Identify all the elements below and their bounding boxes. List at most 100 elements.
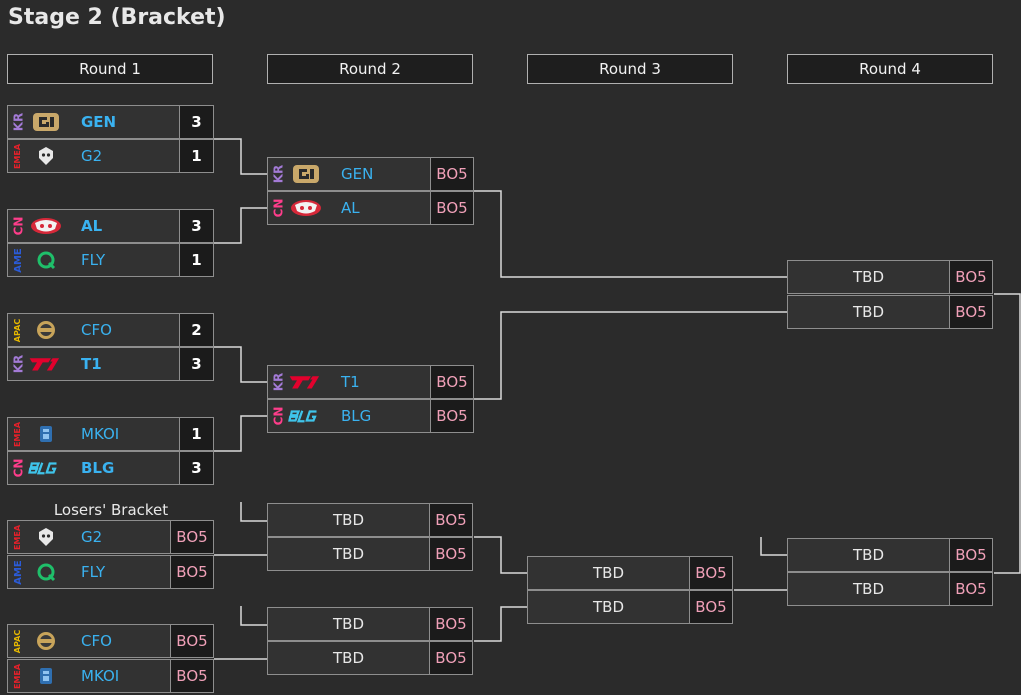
- cfo-logo-icon: [28, 625, 64, 657]
- page-title: Stage 2 (Bracket): [8, 5, 226, 30]
- series-format: BO5: [430, 158, 473, 190]
- team-row[interactable]: KR T1 3: [7, 347, 214, 381]
- team-name[interactable]: FLY: [81, 563, 106, 581]
- round-2-header: Round 2: [267, 54, 473, 84]
- team-name-tbd: TBD: [852, 268, 884, 286]
- team-name-tbd: TBD: [852, 303, 884, 321]
- round-3-header: Round 3: [527, 54, 733, 84]
- team-name[interactable]: AL: [341, 199, 360, 217]
- team-score: 1: [179, 140, 213, 172]
- series-format: BO5: [429, 538, 472, 570]
- g2-logo-icon: [28, 140, 64, 172]
- team-name[interactable]: GEN: [341, 165, 374, 183]
- region-tag: KR: [268, 366, 288, 398]
- team-name[interactable]: BLG: [81, 459, 115, 477]
- region-tag: AME: [8, 244, 28, 276]
- tbd-row[interactable]: TBD BO5: [267, 503, 473, 537]
- region-label: CN: [270, 406, 285, 426]
- team-score: 3: [179, 348, 213, 380]
- gen-logo-icon: [288, 158, 324, 190]
- team-name-tbd: TBD: [592, 598, 624, 616]
- tbd-row[interactable]: TBD BO5: [267, 607, 473, 641]
- round-4-header: Round 4: [787, 54, 993, 84]
- team-name-tbd: TBD: [332, 615, 364, 633]
- series-format: BO5: [429, 504, 472, 536]
- region-tag: EMEA: [8, 660, 28, 692]
- team-name[interactable]: FLY: [81, 251, 106, 269]
- team-row[interactable]: APAC CFO 2: [7, 313, 214, 347]
- team-score: 1: [179, 244, 213, 276]
- cfo-logo-icon: [28, 314, 64, 346]
- t1-logo-icon: [288, 366, 324, 398]
- team-name[interactable]: CFO: [81, 321, 112, 339]
- region-tag: CN: [268, 192, 288, 224]
- region-tag: CN: [8, 452, 28, 484]
- region-label: KR: [10, 112, 25, 132]
- region-tag: KR: [8, 106, 28, 138]
- team-name-tbd: TBD: [332, 511, 364, 529]
- region-label: AME: [12, 559, 24, 585]
- tbd-row[interactable]: TBD BO5: [787, 260, 993, 294]
- team-name[interactable]: GEN: [81, 113, 117, 131]
- team-name[interactable]: MKOI: [81, 667, 120, 685]
- team-name-tbd: TBD: [852, 580, 884, 598]
- team-score: 3: [179, 452, 213, 484]
- team-score: 1: [179, 418, 213, 450]
- team-name-tbd: TBD: [592, 564, 624, 582]
- region-tag: EMEA: [8, 418, 28, 450]
- series-format: BO5: [430, 400, 473, 432]
- blg-logo-icon: [28, 452, 64, 484]
- series-format: BO5: [949, 261, 992, 293]
- team-name-tbd: TBD: [852, 546, 884, 564]
- team-row[interactable]: CN BLG 3: [7, 451, 214, 485]
- team-row[interactable]: APAC CFO BO5: [7, 624, 214, 658]
- region-label: APAC: [13, 629, 23, 653]
- team-name[interactable]: T1: [81, 355, 102, 373]
- gen-logo-icon: [28, 106, 64, 138]
- region-label: CN: [270, 198, 285, 218]
- team-row[interactable]: CN AL BO5: [267, 191, 474, 225]
- tbd-row[interactable]: TBD BO5: [527, 556, 733, 590]
- series-format: BO5: [689, 557, 732, 589]
- team-name[interactable]: BLG: [341, 407, 372, 425]
- mkoi-logo-icon: [28, 418, 64, 450]
- team-row[interactable]: EMEA G2 1: [7, 139, 214, 173]
- series-format: BO5: [170, 521, 213, 553]
- team-name[interactable]: AL: [81, 217, 103, 235]
- team-name[interactable]: G2: [81, 147, 103, 165]
- team-name[interactable]: T1: [341, 373, 360, 391]
- team-score: 2: [179, 314, 213, 346]
- series-format: BO5: [429, 642, 472, 674]
- region-label: APAC: [13, 318, 23, 342]
- team-row[interactable]: AME FLY 1: [7, 243, 214, 277]
- team-row[interactable]: EMEA MKOI 1: [7, 417, 214, 451]
- team-row[interactable]: CN BLG BO5: [267, 399, 474, 433]
- region-label: CN: [10, 458, 25, 478]
- blg-logo-icon: [288, 400, 324, 432]
- region-label: AME: [12, 247, 24, 273]
- region-label: EMEA: [13, 663, 23, 689]
- team-name[interactable]: CFO: [81, 632, 112, 650]
- series-format: BO5: [429, 608, 472, 640]
- team-name[interactable]: MKOI: [81, 425, 120, 443]
- team-row[interactable]: EMEA G2 BO5: [7, 520, 214, 554]
- series-format: BO5: [430, 192, 473, 224]
- team-name[interactable]: G2: [81, 528, 103, 546]
- region-label: KR: [10, 354, 25, 374]
- region-tag: EMEA: [8, 140, 28, 172]
- series-format: BO5: [170, 625, 213, 657]
- region-label: EMEA: [13, 524, 23, 550]
